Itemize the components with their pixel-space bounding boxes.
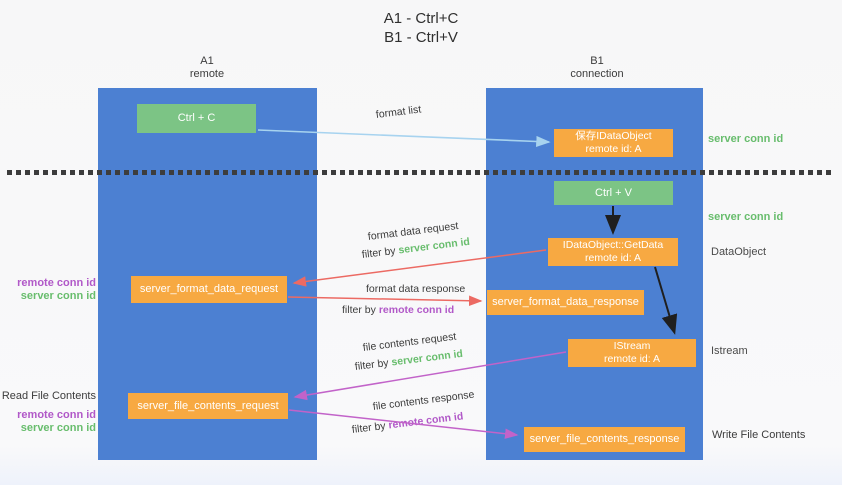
title-line-1: A1 - Ctrl+C [383,10,459,27]
node-getdata-line1: IDataObject::GetData [562,239,664,251]
filter-by-text: filter by [361,244,397,261]
label-server-conn-id-format: server conn id [20,290,96,302]
lane-header-b1: B1 connection [537,55,657,81]
node-istream: IStream remote id: A [568,339,696,367]
label-write-file-contents: Write File Contents [712,429,806,441]
node-server-file-contents-request: server_file_contents_request [128,393,288,419]
node-server-format-data-response: server_format_data_response [487,290,644,315]
label-read-file-contents: Read File Contents [1,390,96,402]
dotted-divider [7,170,833,175]
node-file-res-label: server_file_contents_response [529,433,680,445]
node-ctrl-c-label: Ctrl + C [177,112,216,124]
title-line-2: B1 - Ctrl+V [384,29,458,46]
label-remote-conn-id-format: remote conn id [17,277,96,289]
label-server-conn-id-file: server conn id [20,422,96,434]
node-server-file-contents-response: server_file_contents_response [524,427,685,452]
node-ctrl-v-label: Ctrl + V [595,186,632,199]
lane-a1-subtitle: remote [189,68,225,80]
lane-b1-subtitle: connection [570,68,624,80]
node-istream-line2: remote id: A [603,353,661,365]
filter-remote-conn-id: remote conn id [378,304,455,316]
diagram-title: A1 - Ctrl+C B1 - Ctrl+V [0,9,842,47]
node-fmt-req-label: server_format_data_request [139,283,279,295]
lane-header-a1: A1 remote [147,55,267,81]
node-server-format-data-request: server_format_data_request [131,276,287,303]
node-istream-line1: IStream [613,340,651,352]
label-remote-conn-id-file: remote conn id [17,409,96,421]
node-file-req-label: server_file_contents_request [137,399,279,412]
filter-server-conn-id: server conn id [390,347,464,369]
label-istream: Istream [711,345,748,357]
label-server-conn-id-mid: server conn id [708,211,784,223]
label-dataobject: DataObject [711,246,767,258]
lane-b1-title: B1 [590,55,604,67]
node-ctrl-c: Ctrl + C [137,104,256,133]
node-getdata-line2: remote id: A [584,252,642,264]
node-save-idataobject: 保存IDataObject remote id: A [554,129,673,157]
node-idataobject-getdata: IDataObject::GetData remote id: A [548,238,678,266]
lane-a1-title: A1 [200,55,214,67]
edge-label-format-data-response: format data response [366,283,466,295]
filter-remote-conn-id: remote conn id [387,410,464,432]
label-server-conn-id-top: server conn id [708,133,784,145]
node-save-line2: remote id: A [585,143,642,155]
filter-by-text: filter by [342,304,376,316]
filter-by-text: filter by [351,419,387,436]
edge-label-format-list: format list [375,103,422,121]
node-fmt-res-label: server_format_data_response [492,296,639,308]
node-save-line1: 保存IDataObject [575,130,652,142]
node-ctrl-v: Ctrl + V [554,181,673,205]
filter-by-text: filter by [354,356,390,373]
